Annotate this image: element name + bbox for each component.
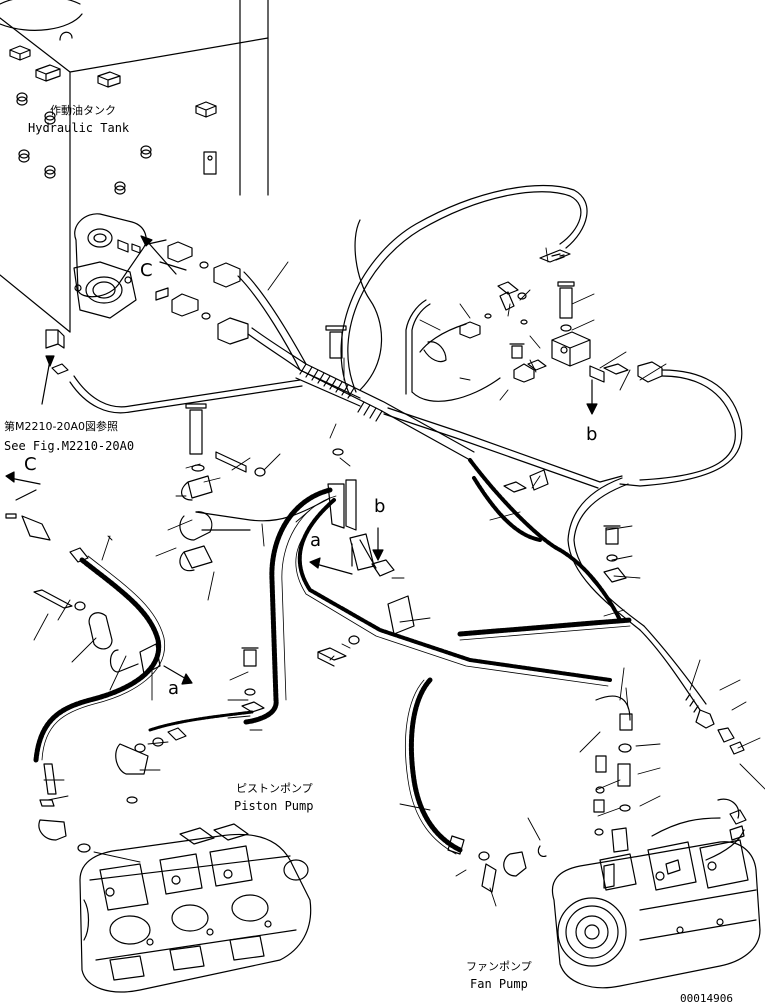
reference-label-jp: 第M2210-20A0図参照 xyxy=(4,420,118,433)
view-letter-b-mid: b xyxy=(374,496,386,517)
tank-fittings xyxy=(45,239,249,375)
view-letter-b-right: b xyxy=(586,424,598,445)
clamps-brackets xyxy=(5,325,627,713)
piston-pump-label-jp: ピストンポンプ xyxy=(236,782,313,795)
leader-lines xyxy=(33,247,765,907)
view-arrows xyxy=(5,235,384,685)
view-letter-c-left: C xyxy=(24,454,37,475)
view-letter-a-low: a xyxy=(168,678,180,699)
view-letter-a-mid: a xyxy=(310,530,322,551)
fan-pump-fittings xyxy=(447,695,747,893)
hydraulic-tank xyxy=(0,0,269,333)
fan-pump-label-en: Fan Pump xyxy=(470,977,528,991)
reference-label-en: See Fig.M2210-20A0 xyxy=(4,439,135,453)
upper-right-manifold xyxy=(405,249,743,487)
tank-label-en: Hydraulic Tank xyxy=(28,121,130,135)
right-hose-run xyxy=(567,477,745,755)
drawing-number: 00014906 xyxy=(680,992,733,1005)
coiled-guard-hoses xyxy=(33,458,633,855)
fan-pump-label-jp: ファンポンプ xyxy=(466,960,532,973)
piston-pump-drawing xyxy=(79,823,312,993)
main-hose-bundle xyxy=(69,184,623,489)
view-letter-c-tank: C xyxy=(140,260,153,281)
tank-label-jp: 作動油タンク xyxy=(50,104,116,117)
piston-pump-label-en: Piston Pump xyxy=(234,799,314,813)
fan-pump-drawing xyxy=(551,817,761,989)
piston-pump-fittings xyxy=(38,727,187,853)
